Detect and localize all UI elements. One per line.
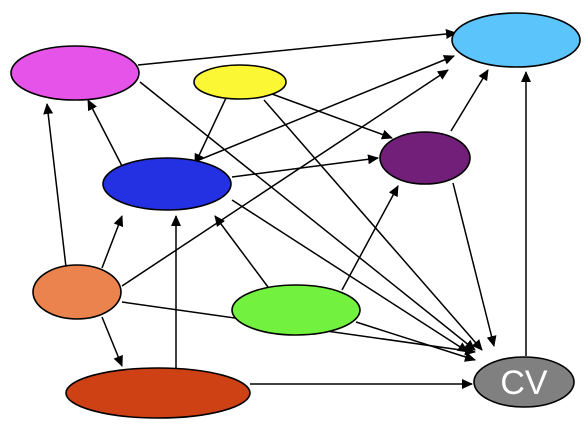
edge-purple-to-sky-blue	[450, 69, 489, 132]
node-purple	[379, 131, 471, 185]
edge-orange-to-magenta	[43, 103, 67, 268]
node-sky-blue	[451, 12, 581, 68]
node-yellow	[193, 64, 287, 100]
node-cv-ellipse	[473, 356, 575, 408]
edge-orange-to-blue	[101, 215, 124, 269]
edge-blue-to-magenta	[87, 99, 123, 167]
edge-magenta-to-sky-blue	[137, 29, 457, 66]
node-green-ellipse	[231, 284, 361, 336]
node-magenta-ellipse	[10, 45, 140, 101]
edge-yellow-to-purple	[271, 93, 393, 140]
edge-green-to-purple	[341, 185, 399, 291]
node-cv-label: CV	[500, 364, 548, 402]
edge-green-to-blue	[214, 215, 269, 288]
edge-magenta-to-cv	[139, 81, 476, 351]
edge-yellow-to-blue	[194, 97, 227, 165]
nodes: CV	[10, 12, 581, 419]
node-sky-blue-ellipse	[451, 12, 581, 68]
node-blue-ellipse	[102, 157, 232, 211]
edge-blue-to-sky-blue	[193, 55, 455, 163]
node-orange	[32, 264, 122, 320]
node-magenta	[10, 45, 140, 101]
edge-blue-to-purple	[231, 154, 379, 178]
edge-orange-to-rust	[101, 316, 123, 367]
node-cv: CV	[473, 356, 575, 408]
node-green	[231, 284, 361, 336]
edge-green-to-cv	[355, 321, 476, 362]
node-blue	[102, 157, 232, 211]
node-purple-ellipse	[379, 131, 471, 185]
node-orange-ellipse	[32, 264, 122, 320]
edges	[43, 29, 531, 389]
node-yellow-ellipse	[193, 64, 287, 100]
node-rust	[65, 367, 251, 419]
edge-yellow-to-cv	[263, 99, 483, 351]
edge-purple-to-cv	[452, 182, 497, 347]
node-rust-ellipse	[65, 367, 251, 419]
